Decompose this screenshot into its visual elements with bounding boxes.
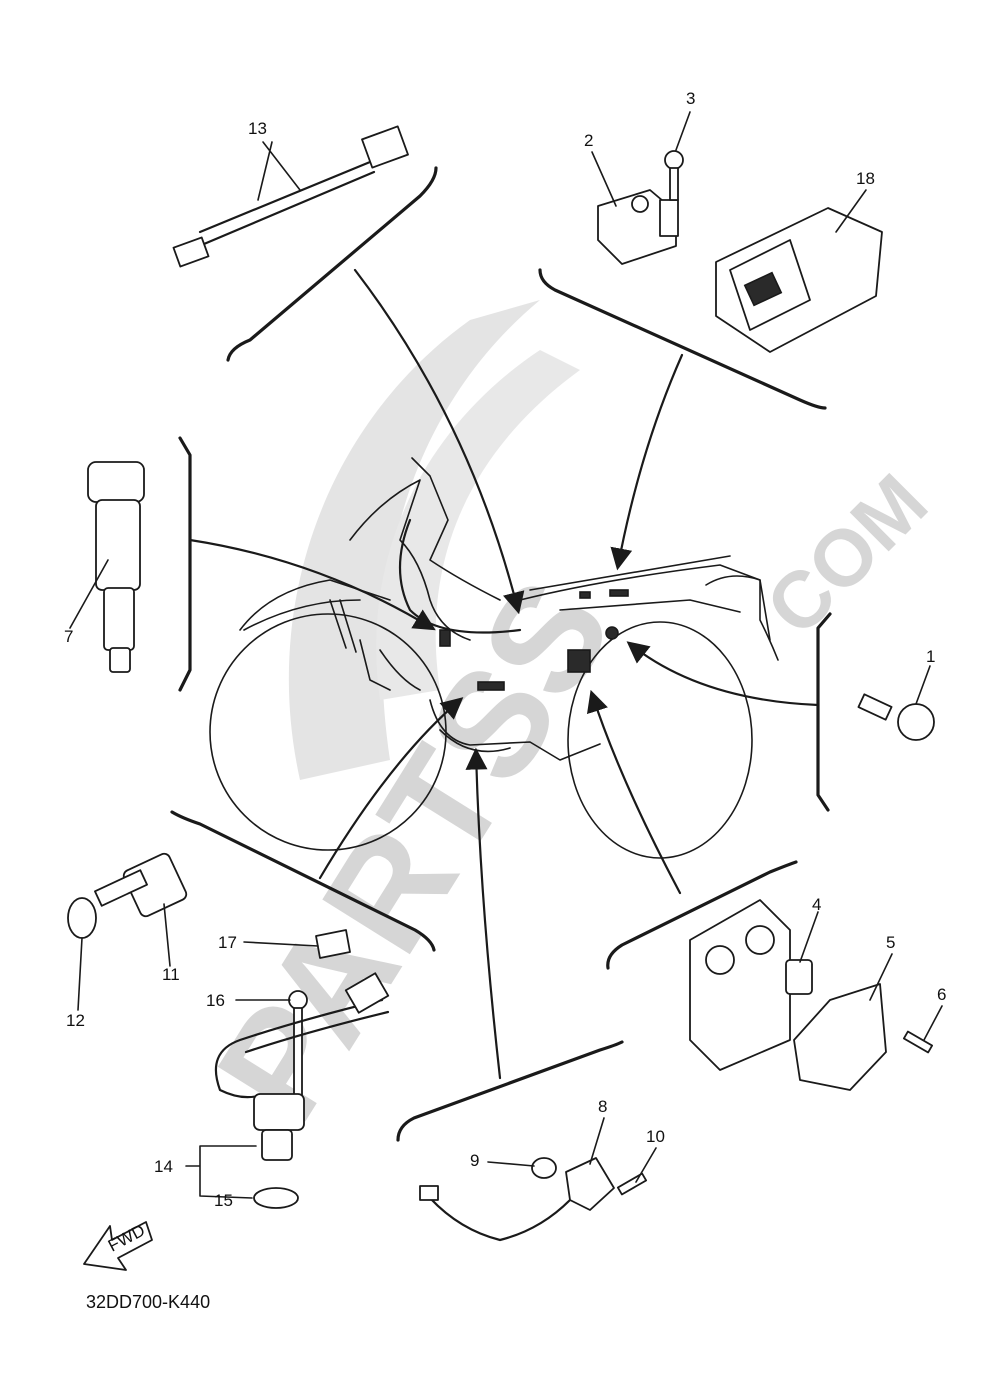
bracket-11 — [170, 810, 436, 952]
bracket-4 — [606, 860, 798, 970]
callout-3: 3 — [686, 89, 695, 108]
leader-arrows — [188, 268, 820, 1080]
harness-block — [567, 649, 591, 673]
callout-15: 15 — [214, 1191, 233, 1210]
part-8-sensor — [419, 1157, 615, 1242]
watermark-suffix: COM — [749, 457, 944, 652]
part-12-gasket — [67, 897, 97, 939]
callout-16: 16 — [206, 991, 225, 1010]
part-10-bolt — [616, 1172, 648, 1196]
bracket-7 — [178, 436, 192, 692]
part-17-clip — [315, 929, 351, 959]
callout-11: 11 — [162, 965, 180, 984]
callout-leaders — [69, 111, 943, 1199]
bracket-8 — [396, 1040, 624, 1142]
part-11-temp-sensor — [94, 852, 188, 918]
part-9-oring — [531, 1157, 557, 1179]
callout-labels: 1 2 3 4 5 6 7 8 9 10 11 12 13 14 15 16 1… — [64, 89, 946, 1210]
bracket-1 — [816, 612, 832, 812]
diagram-code: 32DD700-K440 — [86, 1292, 210, 1312]
motorcycle-outline — [209, 457, 779, 859]
part-15-oring — [253, 1187, 299, 1209]
callout-7: 7 — [64, 627, 73, 646]
part-13-harness-lead — [172, 125, 409, 268]
part-7-ignition-coil — [87, 461, 145, 673]
callout-17: 17 — [218, 933, 237, 952]
callout-18: 18 — [856, 169, 875, 188]
callout-2: 2 — [584, 131, 593, 150]
tank-outline — [349, 479, 471, 641]
callout-1: 1 — [926, 647, 935, 666]
fwd-arrow-icon: FWD — [83, 1221, 153, 1271]
part-18-ecu — [715, 207, 883, 353]
rear-wheel — [567, 621, 753, 859]
part-14-sensor — [214, 972, 390, 1161]
callout-12: 12 — [66, 1011, 85, 1030]
part-3-screw — [664, 150, 684, 201]
part-2-sensor — [597, 189, 679, 265]
part-4-throttle-body — [689, 899, 813, 1071]
callout-10: 10 — [646, 1127, 665, 1146]
harness-main — [398, 518, 522, 634]
callout-6: 6 — [937, 985, 946, 1004]
front-fender — [239, 579, 391, 631]
part-5-sensor-cover — [793, 983, 887, 1091]
callout-13: 13 — [248, 119, 267, 138]
part-1-switch — [857, 693, 935, 741]
callout-4: 4 — [812, 895, 821, 914]
callout-5: 5 — [886, 933, 895, 952]
bracket-13 — [226, 166, 438, 362]
callout-14: 14 — [154, 1157, 173, 1176]
seat-frame — [519, 564, 771, 641]
bracket-lines — [170, 166, 832, 1142]
bracket-18 — [538, 268, 827, 410]
callout-9: 9 — [470, 1151, 479, 1170]
callout-8: 8 — [598, 1097, 607, 1116]
part-6-screw — [902, 1030, 934, 1054]
